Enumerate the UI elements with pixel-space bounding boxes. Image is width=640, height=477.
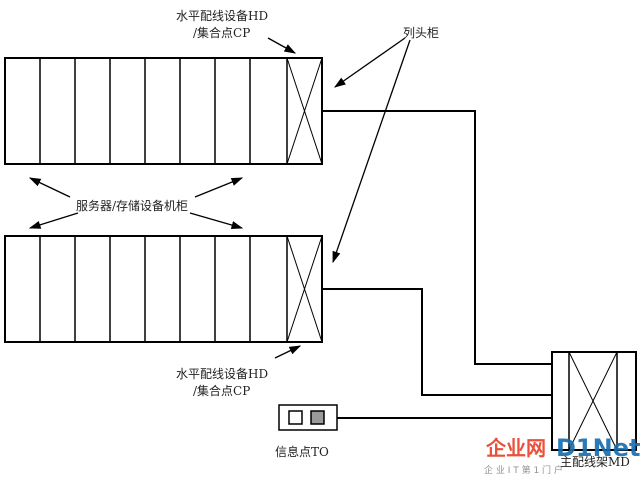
label-bottom-hd-line1: 水平配线设备HD bbox=[176, 367, 268, 381]
label-main-distribution: 主配线架MD bbox=[560, 455, 630, 469]
label-server-cabinet: 服务器/存储设备机柜 bbox=[76, 198, 188, 213]
watermark-tagline: 企 业 I T 第 1 门 户 bbox=[484, 464, 563, 476]
server-cabinet-row-top bbox=[4, 57, 323, 165]
label-top-hd-line1: 水平配线设备HD bbox=[176, 9, 268, 23]
label-bottom-hd-line2: /集合点CP bbox=[193, 383, 250, 398]
info-point-box bbox=[278, 404, 338, 431]
label-top-hd-line2: /集合点CP bbox=[193, 25, 250, 40]
label-head-cabinet: 列头柜 bbox=[403, 26, 439, 40]
watermark-en: D1Net bbox=[556, 434, 640, 462]
annotation-arrows bbox=[28, 37, 411, 359]
server-cabinet-row-bottom bbox=[4, 235, 323, 343]
watermark-cn: 企业网 bbox=[485, 436, 546, 460]
main-distribution-frame bbox=[551, 351, 637, 451]
label-info-point: 信息点TO bbox=[275, 444, 329, 459]
watermark-logo: 企业网 D1Net 企 业 I T 第 1 门 户 bbox=[484, 434, 640, 476]
cable-lines bbox=[322, 110, 552, 419]
